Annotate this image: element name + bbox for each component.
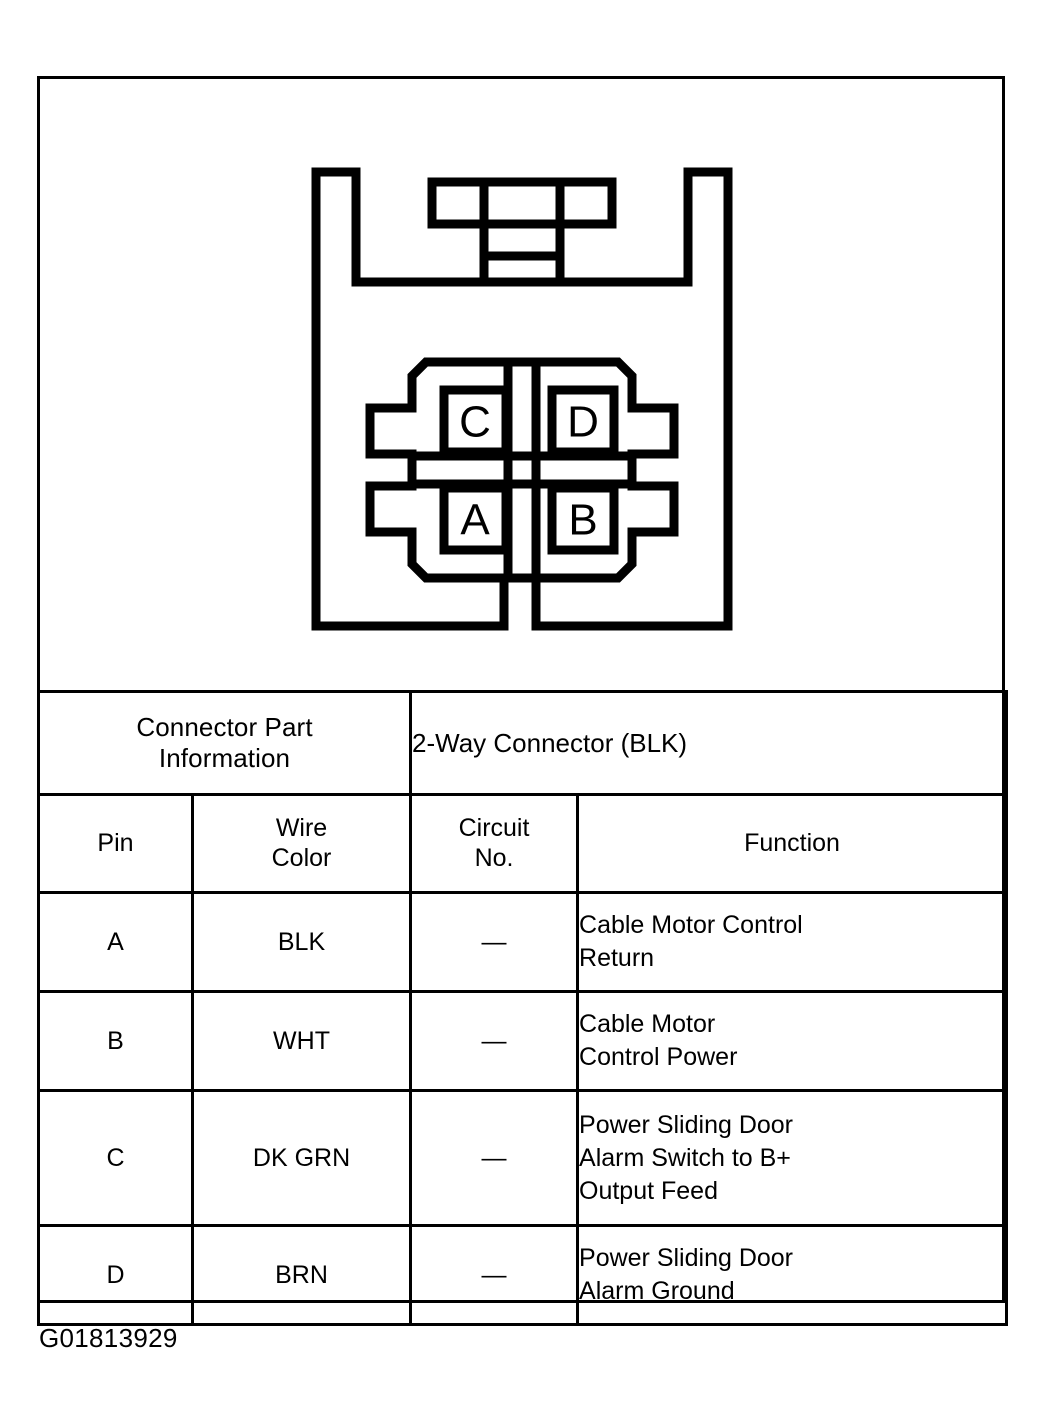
group-header-connector-title: 2-Way Connector (BLK) bbox=[409, 690, 1009, 796]
connector-diagram: C D A B bbox=[311, 167, 733, 631]
cell-function: Cable Motor Control Power bbox=[576, 990, 1009, 1092]
group-header-line1: Connector Part bbox=[136, 712, 313, 743]
pin-label-a: A bbox=[460, 496, 490, 545]
figure-id-label: G01813929 bbox=[39, 1323, 178, 1353]
cell-wire-color: DK GRN bbox=[190, 1089, 413, 1227]
cell-circuit-no: — bbox=[409, 891, 580, 993]
pin-cavity-a bbox=[439, 483, 511, 555]
function-line1: Power Sliding Door bbox=[579, 1110, 794, 1139]
connector-pinout-table: Connector Part Information 2-Way Connect… bbox=[36, 690, 1009, 1326]
cell-wire-color: WHT bbox=[190, 990, 413, 1092]
pin-cavity-d bbox=[547, 385, 619, 457]
cell-wire-color: BRN bbox=[190, 1224, 413, 1326]
cell-pin: A bbox=[37, 891, 194, 993]
table-column-header-row: Pin Wire Color Circuit No. Function bbox=[37, 793, 1009, 894]
figure-frame: C D A B bbox=[37, 76, 1005, 1303]
function-line1: Cable Motor bbox=[579, 1010, 716, 1038]
function-line1: Cable Motor Control bbox=[579, 911, 803, 939]
cell-function: Power Sliding Door Alarm Ground bbox=[576, 1224, 1009, 1326]
pin-label-b: B bbox=[568, 496, 597, 545]
circuit-no-dash: — bbox=[481, 1260, 507, 1289]
cell-pin: D bbox=[37, 1224, 194, 1326]
function-line1: Power Sliding Door bbox=[579, 1244, 794, 1272]
circuit-no-dash: — bbox=[481, 1143, 507, 1172]
connector-outer-shell bbox=[311, 167, 733, 631]
function-line2: Return bbox=[579, 944, 655, 972]
column-header-circuit-no-line2: No. bbox=[474, 843, 514, 872]
column-header-wire-color-line1: Wire bbox=[275, 814, 328, 842]
column-header-circuit-no: Circuit No. bbox=[409, 793, 580, 894]
pin-cavity-b bbox=[547, 483, 619, 555]
cell-circuit-no: — bbox=[409, 1089, 580, 1227]
column-header-wire-color-line2: Color bbox=[271, 843, 332, 872]
pin-cavity-c bbox=[439, 385, 511, 457]
function-line2: Alarm Ground bbox=[579, 1277, 735, 1305]
cell-function: Cable Motor Control Return bbox=[576, 891, 1009, 993]
table-row: C DK GRN — Power Sliding Door Alarm Swit… bbox=[37, 1089, 1009, 1227]
table-row: D BRN — Power Sliding Door Alarm Ground bbox=[37, 1224, 1009, 1326]
cavity-divider-horizontal bbox=[412, 451, 632, 489]
column-header-wire-color: Wire Color bbox=[190, 793, 413, 894]
connector-illustration-panel: C D A B bbox=[40, 79, 1002, 693]
pin-label-c: C bbox=[459, 398, 491, 447]
group-header-connector-part-information: Connector Part Information bbox=[36, 690, 413, 796]
table-row: A BLK — Cable Motor Control Return bbox=[37, 891, 1009, 993]
cell-circuit-no: — bbox=[409, 1224, 580, 1326]
function-line3: Output Feed bbox=[579, 1176, 718, 1205]
cell-pin: B bbox=[37, 990, 194, 1092]
function-line2: Alarm Switch to B+ bbox=[579, 1143, 791, 1172]
table-row: B WHT — Cable Motor Control Power bbox=[37, 990, 1009, 1092]
function-line2: Control Power bbox=[579, 1043, 738, 1071]
column-header-circuit-no-line1: Circuit bbox=[458, 814, 530, 842]
circuit-no-dash: — bbox=[481, 1026, 507, 1055]
cavity-divider-vertical bbox=[503, 362, 541, 578]
column-header-pin: Pin bbox=[37, 793, 194, 894]
group-header-line2: Information bbox=[158, 743, 291, 773]
pin-label-d: D bbox=[567, 398, 599, 447]
circuit-no-dash: — bbox=[481, 927, 507, 956]
table-group-header-row: Connector Part Information 2-Way Connect… bbox=[36, 690, 1009, 796]
pin-housing-body bbox=[365, 357, 679, 583]
cell-circuit-no: — bbox=[409, 990, 580, 1092]
cell-function: Power Sliding Door Alarm Switch to B+ Ou… bbox=[576, 1089, 1009, 1227]
column-header-function: Function bbox=[576, 793, 1009, 894]
cell-pin: C bbox=[37, 1089, 194, 1227]
cell-wire-color: BLK bbox=[190, 891, 413, 993]
latch-crossbar bbox=[427, 177, 617, 229]
